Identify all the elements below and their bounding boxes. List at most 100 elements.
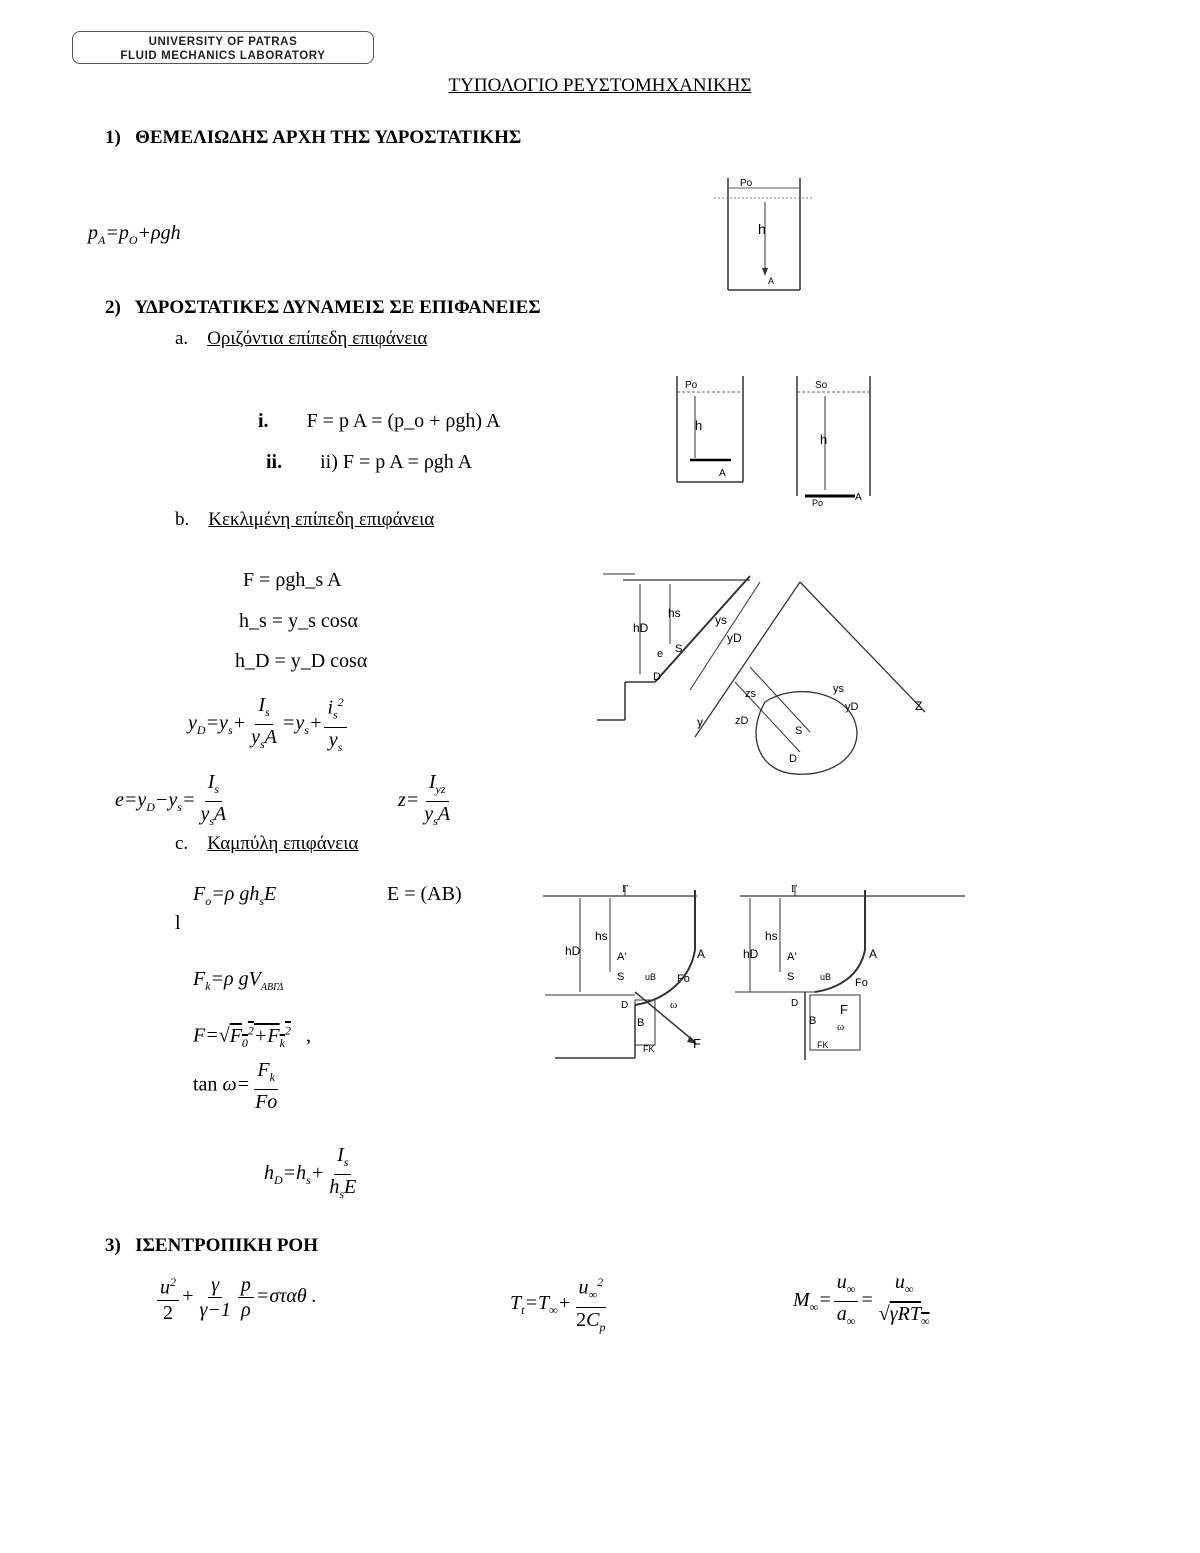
curved-surface-diagram: Γ A A' S D B hs hD F Fo FK ω uB Γ A A' S… (525, 880, 970, 1080)
incl-label-d: D (653, 671, 661, 683)
section-2-number: 2) (105, 297, 121, 318)
curve-right-label-fo: Fo (855, 977, 868, 989)
equation-b2: h_s = y_s cosα (239, 610, 358, 632)
curve-right-label-ub: uB (820, 972, 831, 982)
equation-a-ii-body: ii) F = p A = ρgh A (320, 451, 473, 473)
incl-label-d-right: D (789, 753, 797, 765)
subsection-a-title: Οριζόντια επίπεδη επιφάνεια (207, 328, 428, 349)
lab-header-line2: FLUID MECHANICS LABORATORY (120, 50, 326, 62)
a-left-label-a: A (719, 468, 726, 479)
equation-E: E = (AB) (387, 883, 462, 905)
incl-label-yd: yD (727, 631, 742, 645)
curve-left-label-hs: hs (595, 929, 608, 943)
subsection-b-label: b. (175, 509, 190, 530)
document-title: ΤΥΠΟΛΟΓΙΟ ΡΕΥΣΤΟΜΗΧΑΝΙΚΗΣ (448, 75, 752, 96)
curve-right-label-fk: FK (817, 1040, 829, 1050)
tank-label-po: Po (740, 178, 753, 189)
subsection-c-heading: c. Καμπύλη επιφάνεια (175, 833, 358, 855)
subsection-b-heading: b. Κεκλιμένη επίπεδη επιφάνεια (175, 509, 434, 531)
lab-header-line1: UNIVERSITY OF PATRAS (148, 36, 298, 48)
incl-label-ys: ys (715, 613, 727, 627)
curve-right-label-aprime: A' (787, 951, 796, 963)
section-1-heading: 1) ΘΕΜΕΛΙΩΔΗΣ ΑΡΧΗ ΤΗΣ ΥΔΡΟΣΤΑΤΙΚΗΣ (105, 127, 521, 149)
curve-right-label-gamma: Γ (791, 883, 797, 895)
incl-label-z: Z (915, 699, 922, 713)
equation-a-i-body: F = p A = (p_o + ρgh) A (306, 410, 501, 432)
equation-b3: h_D = y_D cosα (235, 650, 368, 672)
subsection-a-label: a. (175, 328, 189, 349)
curve-left-label-fo: Fo (677, 973, 690, 985)
a-right-label-po: Po (812, 498, 823, 507)
equation-fk: Fk=ρ gVΑΒΓΔ (193, 968, 284, 993)
inclined-surface-diagram: hs hD ys yD S D e zs zD ys yD S D y Z (595, 562, 935, 792)
curve-left-label-omega: ω (670, 999, 677, 1011)
tank-diagram: Po h A (710, 172, 820, 297)
curve-right-label-b: B (809, 1015, 816, 1027)
subsection-c-label: c. (175, 833, 189, 854)
equation-a-i: i. F = p A = (p_o + ρgh) A (258, 410, 500, 433)
tank-label-a: A (768, 276, 774, 286)
incl-label-y: y (697, 715, 703, 729)
section-3-heading: 3) ΙΣΕΝΤΡΟΠΙΚΗ ΡΟΗ (105, 1235, 318, 1257)
section-3-number: 3) (105, 1235, 121, 1256)
incl-label-ys-right: ys (833, 683, 845, 695)
section-2-title: ΥΔΡΟΣΤΑΤΙΚΕΣ ΔΥΝΑΜΕΙΣ ΣΕ ΕΠΙΦΑΝΕΙΕΣ (134, 297, 541, 318)
curve-right-label-omega: ω (837, 1021, 844, 1033)
curve-left-label-fk: FK (643, 1044, 655, 1054)
curve-right-label-a: A (869, 947, 877, 961)
incl-label-yd-right: yD (845, 701, 859, 713)
section-3-title: ΙΣΕΝΤΡΟΠΙΚΗ ΡΟΗ (135, 1235, 318, 1256)
equation-pa: pA=pO+ρgh (88, 222, 181, 247)
subsection-a-heading: a. Οριζόντια επίπεδη επιφάνεια (175, 328, 427, 350)
equation-f: F=√F02+Fk2 , (193, 1023, 311, 1050)
incl-label-e: e (657, 648, 663, 660)
subsection-c-title: Καμπύλη επιφάνεια (207, 833, 359, 854)
curve-right-label-d: D (791, 998, 798, 1009)
incl-label-zs: zs (745, 688, 757, 700)
lab-header: UNIVERSITY OF PATRAS FLUID MECHANICS LAB… (72, 31, 374, 64)
curve-left-label-a: A (697, 947, 705, 961)
equation-a-ii-index: ii. (266, 451, 283, 473)
curve-left-label-s: S (617, 971, 624, 983)
a-right-label-so: So (815, 380, 828, 391)
curve-right-label-f: F (840, 1002, 848, 1017)
curve-left-label-aprime: A' (617, 951, 626, 963)
incl-label-hs: hs (668, 606, 681, 620)
equation-a-ii: ii. ii) F = p A = ρgh A (266, 451, 472, 474)
curve-right-label-hs: hs (765, 929, 778, 943)
equation-b1: F = ρgh_s A (243, 569, 342, 591)
curve-left-label-b: B (637, 1017, 644, 1029)
equation-mach: M∞=u∞a∞=u∞√γRT∞ (793, 1271, 930, 1328)
a-right-label-h: h (820, 432, 827, 447)
a-right-label-a: A (855, 492, 862, 503)
curve-left-label-ub: uB (645, 972, 656, 982)
tank-label-h: h (758, 221, 766, 237)
curve-left-label-f: F (693, 1036, 701, 1051)
equation-fo: Fo=ρ ghsE (193, 883, 277, 908)
subsection-b-title: Κεκλιμένη επίπεδη επιφάνεια (208, 509, 435, 530)
curve-left-label-gamma: Γ (622, 883, 628, 895)
a-left-label-h: h (695, 418, 702, 433)
curve-left-label-hd: hD (565, 944, 581, 958)
equation-a-i-index: i. (258, 410, 269, 432)
section-2-heading: 2) ΥΔΡΟΣΤΑΤΙΚΕΣ ΔΥΝΑΜΕΙΣ ΣΕ ΕΠΙΦΑΝΕΙΕΣ (105, 297, 541, 319)
equation-stath: σταθ . (269, 1284, 317, 1307)
a-left-label-po: Po (685, 380, 698, 391)
curve-right-label-hd: hD (743, 947, 759, 961)
curve-right-label-s: S (787, 971, 794, 983)
incl-label-zd: zD (735, 715, 749, 727)
section-1-number: 1) (105, 127, 121, 148)
section-1-title: ΘΕΜΕΛΙΩΔΗΣ ΑΡΧΗ ΤΗΣ ΥΔΡΟΣΤΑΤΙΚΗΣ (135, 127, 522, 148)
horizontal-surface-diagram: Po h A So h Po A (665, 372, 885, 507)
stray-mark: l (175, 912, 181, 934)
curve-left-label-d: D (621, 1000, 628, 1011)
incl-label-s: S (675, 643, 682, 655)
incl-label-s-right: S (795, 725, 802, 737)
